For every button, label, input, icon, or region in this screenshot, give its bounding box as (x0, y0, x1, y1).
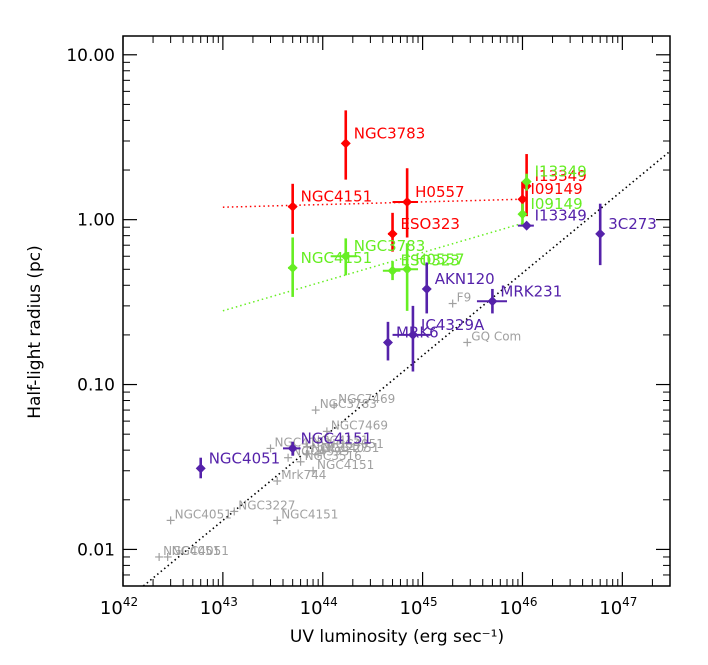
plot-frame (122, 35, 671, 587)
x-tick-label: 1042 (100, 595, 138, 619)
purple-point-label: MRK231 (500, 282, 562, 300)
gray-point-label: NGC4593 (292, 445, 349, 459)
purple-point-marker (521, 220, 532, 231)
gray-point-label: NGC4051 (172, 544, 229, 558)
green-point-label: H0557 (415, 250, 464, 268)
red-point-marker (340, 138, 351, 149)
green-point-label: I09149 (530, 195, 582, 213)
y-axis-label: Half-light radius (pc) (25, 245, 45, 419)
gray-point-label: NGC4151 (317, 458, 374, 472)
gray-point-label: NGC4151 (311, 434, 368, 448)
purple-point-marker (421, 283, 432, 294)
purple-point-label: AKN120 (435, 270, 495, 288)
green-point-marker (340, 251, 351, 262)
red-point-label: NGC3783 (354, 124, 426, 142)
gray-point-label: NGC4151 (281, 507, 338, 521)
purple-point-marker (487, 296, 498, 307)
purple-point-marker (382, 337, 393, 348)
y-tick-label: 10.00 (66, 46, 115, 66)
green-point-label: NGC4151 (301, 249, 373, 267)
purple-point-label: IC4329A (421, 316, 485, 334)
red-point-label: H0557 (415, 183, 464, 201)
green-point-marker (521, 176, 532, 187)
red-point-label: I13349 (535, 167, 587, 185)
y-tick-label: 1.00 (77, 211, 115, 231)
gray-point-label: NGC7469 (331, 418, 388, 432)
gray-point-label: NGC3516 (305, 449, 362, 463)
gray-points: NGC3783NGC7469NGC7469NGC4151NGC4151NGC32… (155, 291, 521, 561)
x-tick-label: 1044 (300, 595, 338, 619)
axes-frame (122, 35, 671, 587)
reference-line (142, 150, 671, 587)
red-point-marker (517, 194, 528, 205)
purple-point-label: 3C273 (608, 215, 657, 233)
green-point-marker (517, 209, 528, 220)
purple-point-label: MRK6 (396, 323, 439, 341)
purple-point-label: I13349 (535, 207, 587, 225)
green-point-label: ESO323 (401, 252, 460, 270)
red-point-label: NGC4151 (301, 188, 373, 206)
red-point-label: I09149 (530, 180, 582, 198)
purple-point-marker (595, 228, 606, 239)
green-point-marker (402, 264, 413, 275)
purple-point-marker (195, 463, 206, 474)
purple-point-marker (287, 443, 298, 454)
gray-point-label: NGC4051 (327, 437, 384, 451)
gray-point-label: NGC4051 (163, 544, 220, 558)
y-tick-label: 0.10 (77, 376, 115, 396)
purple-point-marker (407, 329, 418, 340)
green-point-marker (287, 262, 298, 273)
green-point-marker (387, 265, 398, 276)
red-point-marker (387, 228, 398, 239)
x-axis-label: UV luminosity (erg sec⁻¹) (290, 627, 504, 647)
gray-point-label: NGC7469 (338, 392, 395, 406)
axis-ticks: 1042 1043 1044 1045 1046 1047 0.01 0.10 1.00 10.0… (66, 36, 671, 619)
gray-point-label: NGC4051 (322, 441, 379, 455)
red-point-marker (287, 201, 298, 212)
red-point-label: ESO323 (401, 215, 460, 233)
green-point-label: I13349 (535, 163, 587, 181)
x-tick-label: 1045 (400, 595, 438, 619)
purple-point-label: NGC4151 (301, 429, 373, 447)
red-point-marker (402, 196, 413, 207)
y-tick-label: 0.01 (77, 540, 115, 560)
gray-point-label: GQ Com (471, 329, 521, 343)
red-fit-line (222, 198, 523, 208)
gray-point-label: NGC4051 (175, 507, 232, 521)
gray-point-label: Mrk744 (281, 468, 326, 482)
x-tick-label: 1046 (499, 595, 537, 619)
gray-point-label: NGC3227 (238, 498, 295, 512)
x-tick-label: 1047 (599, 595, 637, 619)
gray-point-label: NGC4151 (275, 435, 332, 449)
purple-point-label: NGC4051 (209, 449, 281, 467)
fit-lines (142, 150, 671, 587)
gray-point-label: NGC3227 (311, 441, 368, 455)
gray-point-label: F9 (457, 291, 472, 305)
x-tick-label: 1043 (200, 595, 238, 619)
